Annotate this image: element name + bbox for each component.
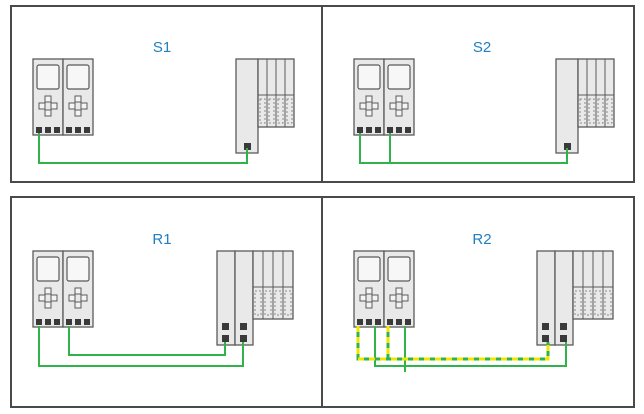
s2-controller-pair	[353, 58, 415, 136]
s2-network-cable-a	[359, 133, 568, 164]
panel-label-r1: R1	[152, 231, 171, 248]
r2-controller-pair	[353, 250, 415, 328]
r1-network-cable-b	[68, 326, 226, 356]
s1-controller-pair	[32, 58, 94, 136]
panel-label-s2: S2	[473, 39, 491, 56]
r1-controller-pair	[32, 250, 94, 328]
s1-network-cable	[38, 133, 248, 164]
r2-redundant-cable	[356, 326, 550, 361]
r2-network-cable-a	[374, 326, 567, 367]
panel-label-r2: R2	[472, 231, 491, 248]
panel-label-s1: S1	[153, 39, 171, 56]
r1-network-cable-a	[38, 326, 244, 367]
